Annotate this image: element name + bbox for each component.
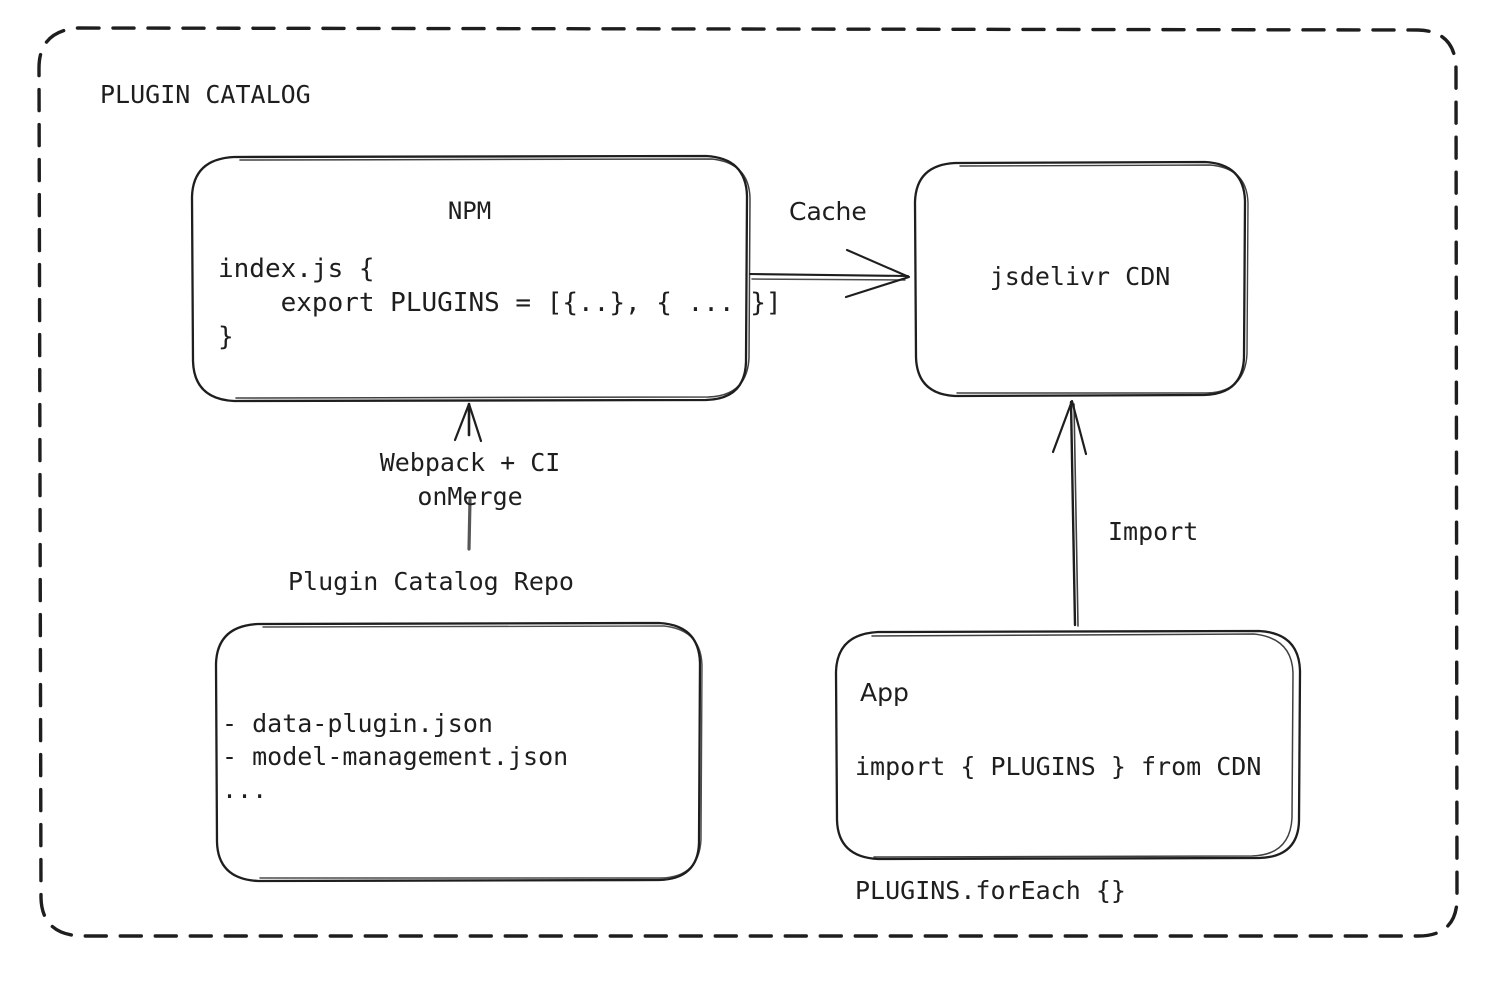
app-node-title: App <box>860 678 909 707</box>
repo-node-caption: Plugin Catalog Repo <box>288 567 574 596</box>
build-edge-label: Webpack + CI onMerge <box>379 448 561 511</box>
cdn-node-title: jsdelivr CDN <box>989 262 1171 291</box>
cache-edge-label: Cache <box>789 197 867 226</box>
npm-node-code: index.js { export PLUGINS = [{..}, { ...… <box>218 254 782 352</box>
page-title: PLUGIN CATALOG <box>100 80 311 109</box>
npm-node-title: NPM <box>447 197 492 225</box>
app-node-code: import { PLUGINS } from CDN PLUGINS.forE… <box>855 752 1262 905</box>
import-arrow <box>1051 399 1088 627</box>
repo-node-file-list: - data-plugin.json - model-management.js… <box>222 709 569 804</box>
import-edge-label: Import <box>1108 517 1199 546</box>
